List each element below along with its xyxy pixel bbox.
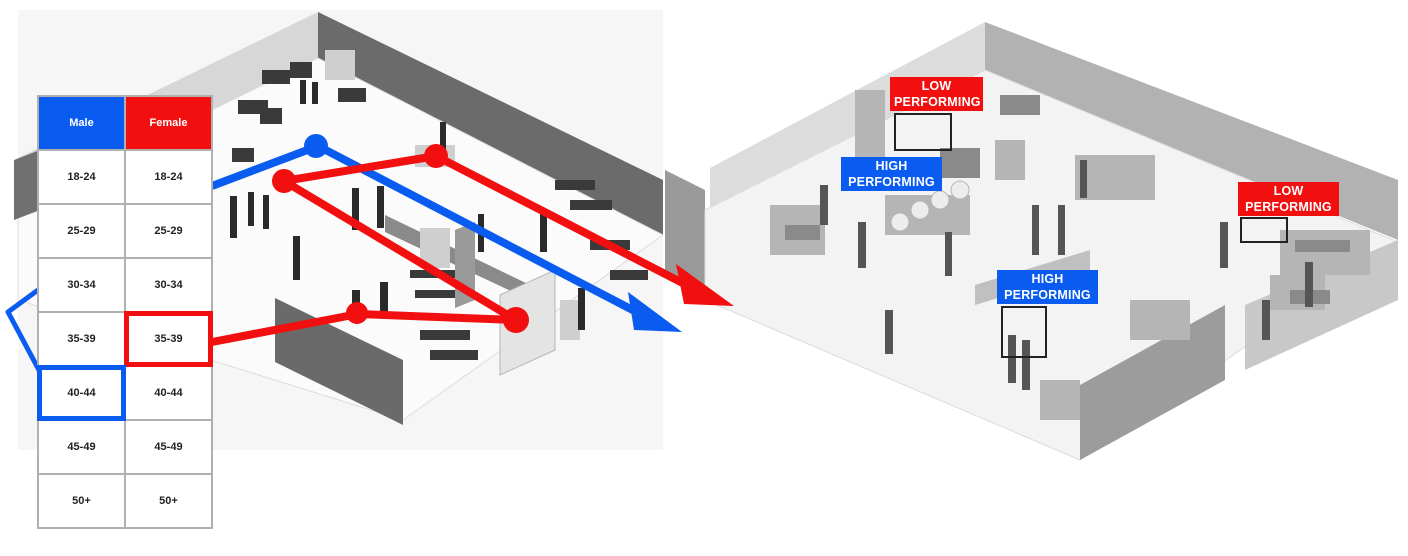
male-path-node bbox=[304, 134, 328, 158]
female-path-node bbox=[346, 302, 368, 324]
male-header: Male bbox=[37, 95, 126, 151]
female-flow-arrowhead bbox=[676, 264, 734, 306]
high-performing-highlight-box bbox=[1001, 306, 1047, 358]
table-row: 50+ 50+ bbox=[37, 473, 213, 529]
female-flow-path bbox=[211, 144, 734, 346]
male-age-cell: 18-24 bbox=[37, 149, 126, 205]
label-line: PERFORMING bbox=[1245, 200, 1332, 214]
male-age-cell: 45-49 bbox=[37, 419, 126, 475]
table-row: 18-24 18-24 bbox=[37, 149, 213, 205]
female-header: Female bbox=[124, 95, 213, 151]
female-age-cell: 45-49 bbox=[124, 419, 213, 475]
age-group-table: Male Female 18-24 18-24 25-29 25-29 30-3… bbox=[37, 95, 213, 529]
male-flow-path bbox=[5, 134, 682, 374]
female-age-cell: 50+ bbox=[124, 473, 213, 529]
label-line: HIGH bbox=[1031, 272, 1064, 286]
low-performing-highlight-box bbox=[1240, 217, 1288, 243]
high-performing-label: HIGH PERFORMING bbox=[997, 270, 1098, 304]
female-age-cell: 25-29 bbox=[124, 203, 213, 259]
male-flow-arrowhead bbox=[628, 292, 682, 332]
female-path-node bbox=[424, 144, 448, 168]
table-row: 25-29 25-29 bbox=[37, 203, 213, 259]
high-performing-label: HIGH PERFORMING bbox=[841, 157, 942, 191]
female-path-node bbox=[503, 307, 529, 333]
female-age-cell: 18-24 bbox=[124, 149, 213, 205]
label-line: LOW bbox=[1273, 184, 1304, 198]
table-row: 45-49 45-49 bbox=[37, 419, 213, 475]
table-row: 30-34 30-34 bbox=[37, 257, 213, 313]
label-line: PERFORMING bbox=[848, 175, 935, 189]
male-age-cell: 35-39 bbox=[37, 311, 126, 367]
male-age-cell: 50+ bbox=[37, 473, 126, 529]
table-row: 40-44 40-44 bbox=[37, 365, 213, 421]
label-line: PERFORMING bbox=[894, 95, 981, 109]
low-performing-label: LOW PERFORMING bbox=[890, 77, 983, 111]
table-row: 35-39 35-39 bbox=[37, 311, 213, 367]
male-age-cell: 25-29 bbox=[37, 203, 126, 259]
label-line: PERFORMING bbox=[1004, 288, 1091, 302]
low-performing-label: LOW PERFORMING bbox=[1238, 182, 1339, 216]
low-performing-highlight-box bbox=[894, 113, 952, 151]
male-age-cell-highlighted: 40-44 bbox=[37, 365, 126, 421]
right-store-floorplan bbox=[665, 22, 1400, 461]
male-age-cell: 30-34 bbox=[37, 257, 126, 313]
female-age-cell-highlighted: 35-39 bbox=[124, 311, 213, 367]
female-path-node bbox=[272, 169, 296, 193]
female-age-cell: 30-34 bbox=[124, 257, 213, 313]
label-line: HIGH bbox=[875, 159, 908, 173]
female-age-cell: 40-44 bbox=[124, 365, 213, 421]
label-line: LOW bbox=[921, 79, 952, 93]
